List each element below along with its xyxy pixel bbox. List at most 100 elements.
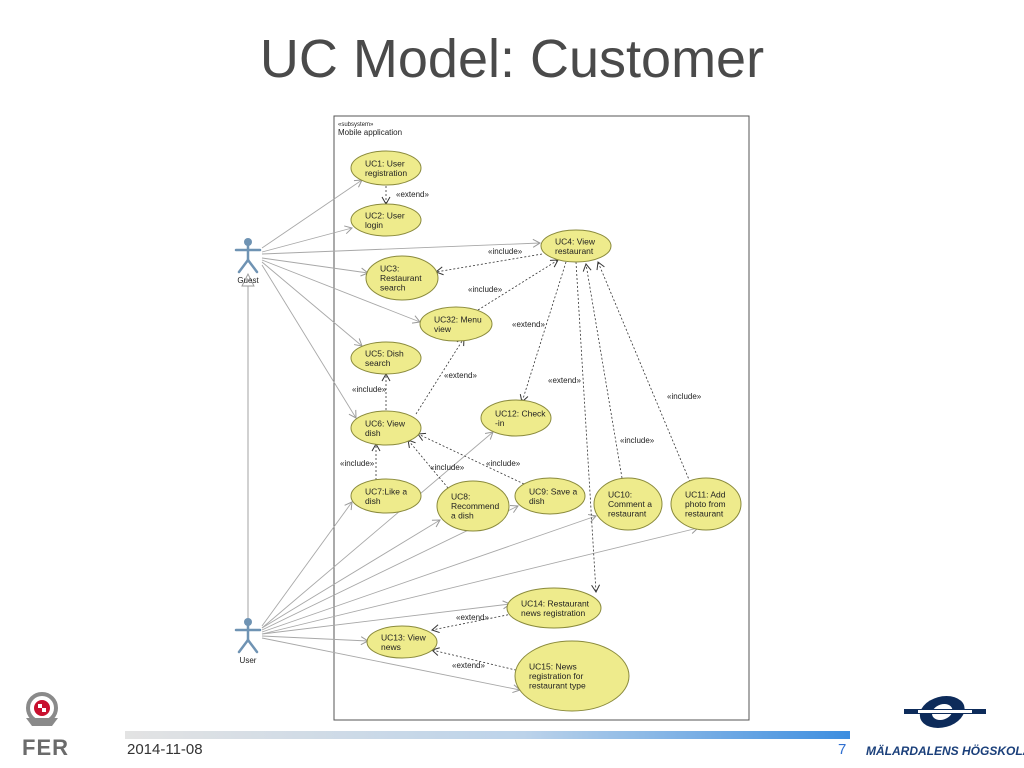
footer-bar: [125, 731, 850, 739]
assoc-user-uc8: [261, 519, 441, 629]
use-case-label: UC15: News: [529, 662, 577, 672]
dep-uc10-uc4-include: [582, 263, 623, 479]
use-case-label: UC5: Dish: [365, 348, 404, 358]
use-case-label: login: [365, 220, 383, 230]
use-case-label: Recommend: [451, 501, 499, 511]
use-case-label: restaurant type: [529, 681, 586, 691]
assoc-user-uc14: [261, 600, 512, 635]
use-case-label: restaurant: [685, 509, 724, 519]
assoc-guest-uc5: [261, 261, 363, 347]
generalization-arrowhead: [241, 272, 255, 287]
use-case-label: restaurant: [555, 246, 594, 256]
relationship-label: «extend»: [548, 376, 581, 385]
use-case-label: UC10:: [608, 490, 632, 500]
dep-uc4-uc12-extend: [519, 261, 567, 403]
use-case-label: UC6: View: [365, 418, 406, 428]
dep-uc9-uc6-include: [417, 432, 525, 485]
page-number: 7: [838, 741, 847, 758]
assoc-guest-uc32: [261, 259, 421, 324]
guest-head: [244, 238, 252, 246]
use-case-label: restaurant: [608, 509, 647, 519]
use-case-label: UC9: Save a: [529, 486, 577, 496]
relationship-label: «extend»: [456, 613, 489, 622]
assoc-guest-uc6: [261, 264, 357, 419]
relationship-label: «extend»: [396, 190, 429, 199]
assoc-user-uc11: [261, 525, 699, 635]
relationship-label: «include»: [486, 459, 521, 468]
actor-guest: [234, 238, 262, 274]
use-case-label: photo from: [685, 499, 726, 509]
use-case-ellipse: [350, 410, 422, 446]
use-case-label: UC2: User: [365, 210, 405, 220]
use-case-ellipse: [350, 203, 422, 237]
use-case-label: search: [380, 283, 406, 293]
fer-logo-icon: [26, 692, 58, 726]
use-case-label: registration: [365, 168, 407, 178]
relationship-label: «extend»: [512, 320, 545, 329]
actor-user: [234, 618, 262, 654]
use-case-label: UC1: User: [365, 158, 405, 168]
mdh-logo-icon: [904, 696, 986, 728]
use-case-label: UC14: Restaurant: [521, 598, 590, 608]
assoc-user-uc15: [261, 637, 521, 694]
use-case-label: dish: [365, 428, 381, 438]
dep-uc14-uc13-extend: [431, 613, 513, 634]
dep-uc8-uc6-include: [407, 439, 449, 489]
use-case-label: UC12: Check: [495, 408, 546, 418]
use-case-label: view: [434, 324, 452, 334]
relationship-label: «extend»: [444, 371, 477, 380]
use-case-ellipse: [480, 399, 552, 437]
use-case-label: a dish: [451, 511, 474, 521]
use-case-ellipse: [506, 587, 602, 629]
use-case-label: UC11: Add: [685, 490, 726, 500]
use-case-ellipse: [540, 229, 612, 263]
use-case-label: Comment a: [608, 499, 652, 509]
fer-logo-text: FER: [22, 735, 69, 760]
relationship-label: «include»: [468, 285, 503, 294]
use-case-ellipse: [514, 477, 586, 515]
slide-date: 2014-11-08: [127, 741, 203, 758]
assoc-user-uc7: [261, 501, 353, 627]
assoc-guest-uc1: [261, 179, 363, 249]
use-case-ellipse: [670, 477, 742, 531]
relationship-label: «include»: [667, 392, 702, 401]
relationship-label: «extend»: [452, 661, 485, 670]
assoc-user-uc10: [261, 514, 597, 633]
use-case-label: UC4: View: [555, 236, 596, 246]
relationship-label: «include»: [430, 463, 465, 472]
use-case-label: dish: [365, 496, 381, 506]
use-case-ellipse: [350, 478, 422, 514]
use-case-label: UC3:: [380, 264, 399, 274]
use-case-label: dish: [529, 496, 545, 506]
relationship-label: «include»: [488, 247, 523, 256]
dep-uc4-uc3-include: [435, 253, 543, 276]
use-case-ellipse: [366, 625, 438, 659]
user-head: [244, 618, 252, 626]
assoc-user-uc13: [261, 635, 370, 646]
subsystem-name: Mobile application: [338, 128, 402, 137]
use-case-label: -in: [495, 418, 505, 428]
use-case-label: news: [381, 642, 401, 652]
actor-user-label: User: [240, 656, 257, 665]
slide-title: UC Model: Customer: [259, 29, 765, 89]
use-case-ellipse: [593, 477, 663, 531]
mdh-logo-text: MÄLARDALENS HÖGSKOLA: [866, 744, 1024, 758]
relationship-label: «include»: [352, 385, 387, 394]
dep-uc4-uc14-extend: [575, 261, 601, 594]
use-case-label: UC32: Menu: [434, 314, 482, 324]
use-case-ellipse: [514, 640, 630, 712]
